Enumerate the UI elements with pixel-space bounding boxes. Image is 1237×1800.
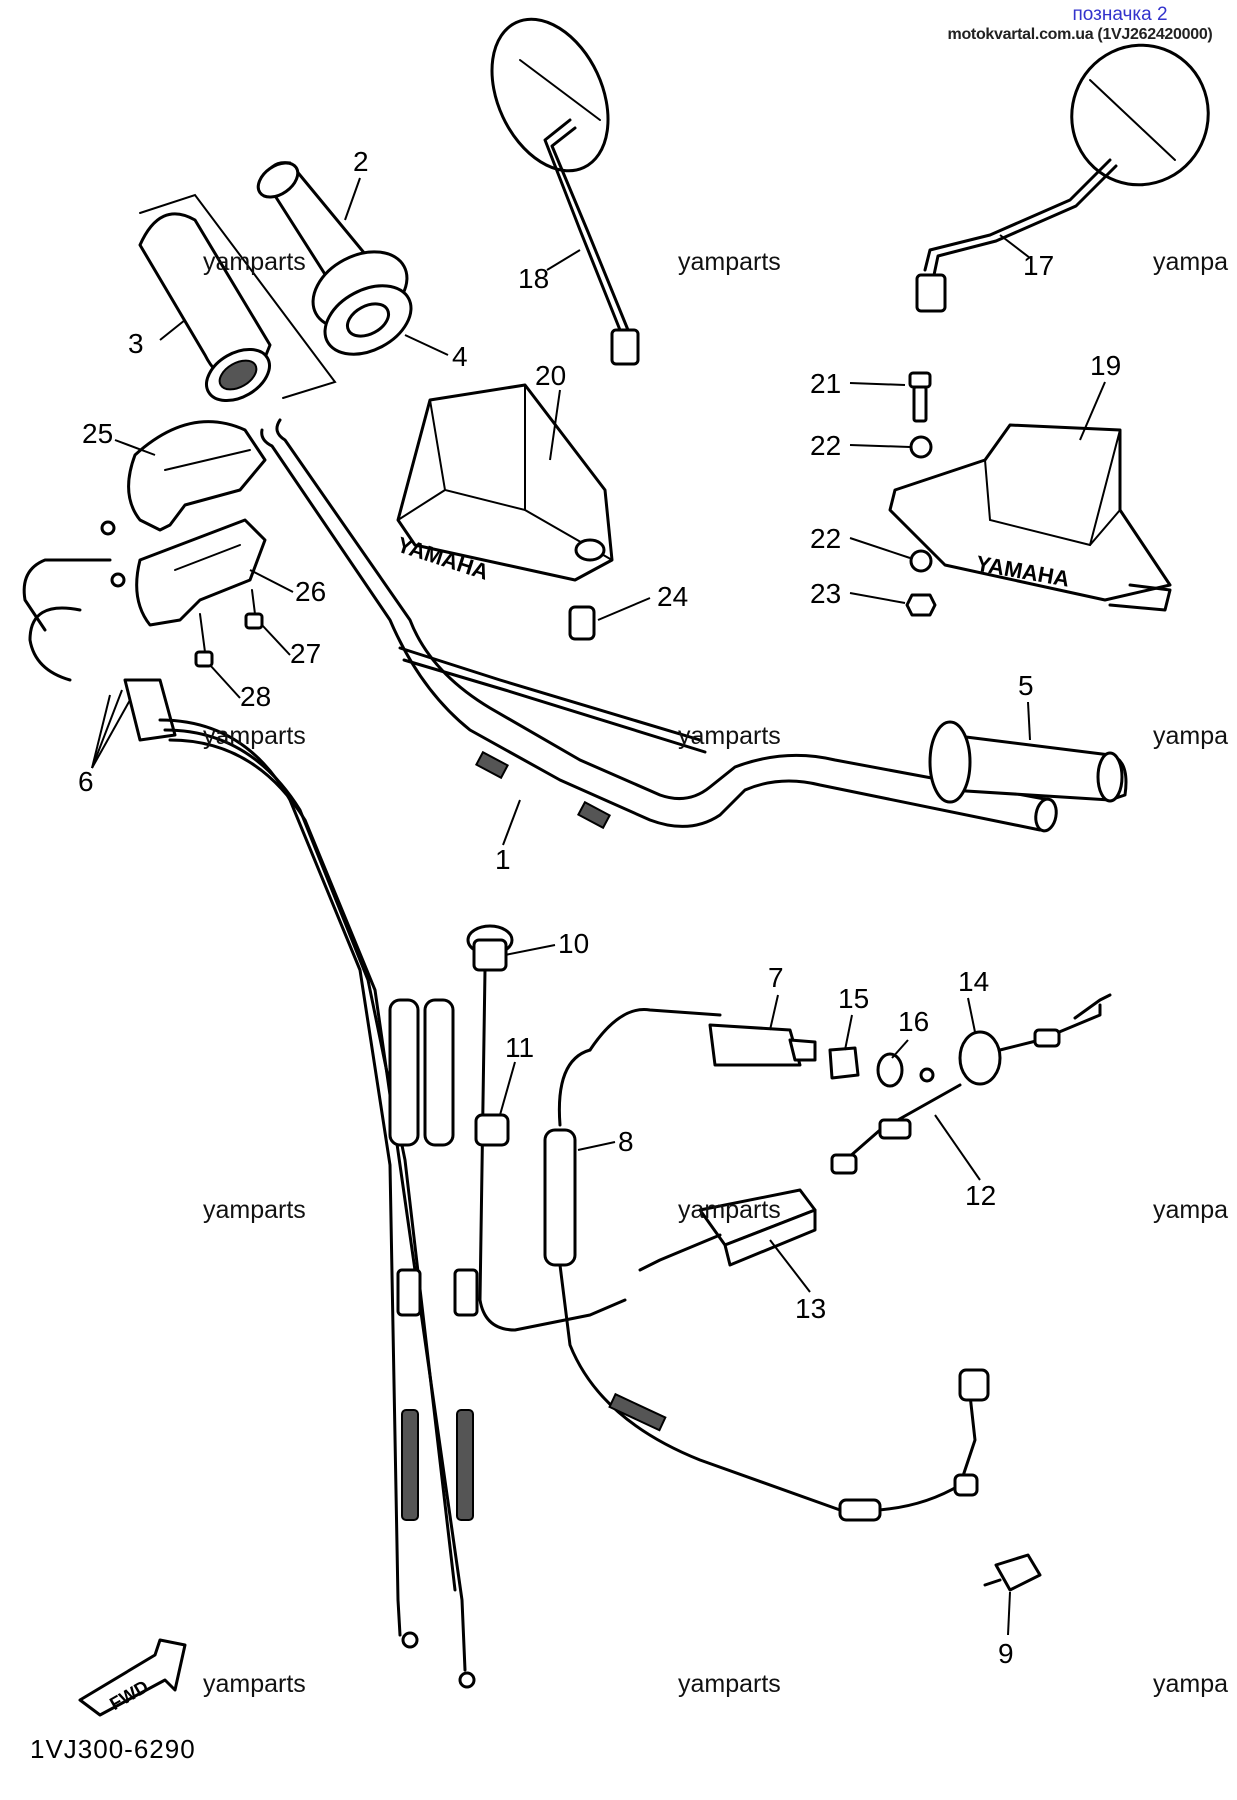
part-6-throttle-cables — [22, 558, 479, 1689]
watermark: yamparts — [203, 1670, 306, 1698]
part-21-bolt — [908, 371, 932, 423]
callout-14: 14 — [958, 966, 990, 997]
callout-26: 26 — [295, 576, 327, 607]
part-2-grip — [256, 161, 372, 292]
watermark: yamparts — [678, 1670, 781, 1698]
callout-24: 24 — [657, 581, 689, 612]
screw-head-upper — [100, 520, 116, 536]
callout-3: 3 — [128, 328, 144, 359]
part-27-screw — [244, 589, 264, 630]
callout-9: 9 — [998, 1638, 1014, 1669]
callout-23: 23 — [810, 578, 842, 609]
part-14-cable-guide — [958, 993, 1112, 1086]
callout-20: 20 — [535, 360, 567, 391]
callout-6: 6 — [78, 766, 94, 797]
part-5-right-grip — [928, 720, 1128, 804]
part-15-adjuster-nut — [828, 1046, 860, 1080]
part-25-upper-holder — [127, 420, 267, 532]
callout-27: 27 — [290, 638, 322, 669]
part-26-lower-holder — [135, 518, 267, 627]
watermark: yampa — [1153, 1196, 1229, 1224]
part-22-washer-upper — [909, 435, 933, 459]
callout-16: 16 — [898, 1006, 930, 1037]
watermark: yamparts — [203, 248, 306, 276]
part-18-left-mirror — [490, 17, 640, 366]
fwd-arrow — [78, 1638, 187, 1717]
header-tag-link[interactable]: позначка 2 — [1072, 4, 1168, 25]
part-7-clutch-cable-adjuster — [708, 1023, 817, 1067]
part-8-clutch-cable — [543, 1008, 990, 1522]
part-22-washer-lower — [909, 549, 933, 573]
part-12-cable — [830, 1083, 962, 1175]
callout-22-upper: 22 — [810, 430, 842, 461]
part-17-right-mirror — [915, 43, 1210, 313]
screw-head-lower — [110, 572, 126, 588]
callout-8: 8 — [618, 1126, 634, 1157]
part-23-nut — [905, 593, 937, 617]
callout-10: 10 — [558, 928, 590, 959]
part-4-collar — [311, 250, 413, 356]
watermark: yamparts — [203, 722, 306, 750]
watermark: yamparts — [678, 1196, 781, 1224]
callout-5: 5 — [1018, 670, 1034, 701]
callout-1: 1 — [495, 844, 511, 875]
callout-11: 11 — [505, 1032, 535, 1063]
callout-28: 28 — [240, 681, 272, 712]
callout-19: 19 — [1090, 350, 1122, 381]
callout-21: 21 — [810, 368, 842, 399]
watermark: yampa — [1153, 1670, 1229, 1698]
watermark: yampa — [1153, 722, 1229, 750]
callout-4: 4 — [452, 341, 468, 372]
part-1-handlebar — [260, 418, 1058, 833]
watermark: yamparts — [678, 722, 781, 750]
callout-7: 7 — [768, 962, 784, 993]
callout-15: 15 — [838, 983, 870, 1014]
callout-12: 12 — [965, 1180, 997, 1211]
header-source: motokvartal.com.ua (1VJ262420000) — [947, 26, 1213, 43]
callout-22-lower: 22 — [810, 523, 842, 554]
part-9-adjuster-bolt — [983, 1553, 1042, 1592]
part-10-choke-knob — [466, 924, 514, 972]
watermark: yampa — [1153, 248, 1229, 276]
callout-13: 13 — [795, 1293, 827, 1324]
bracket-line-2-3 — [139, 193, 337, 399]
callout-25: 25 — [82, 418, 114, 449]
part-3-throttle-grip — [138, 212, 272, 403]
part-16-washer — [876, 1052, 935, 1088]
callout-2: 2 — [353, 146, 369, 177]
watermark: yamparts — [678, 248, 781, 276]
part-28-screw — [194, 613, 214, 668]
part-13-junction-block — [638, 1188, 817, 1272]
part-11-choke-cable — [474, 968, 627, 1332]
part-24-spacer — [568, 605, 596, 641]
watermark: yamparts — [203, 1196, 306, 1224]
callout-18: 18 — [518, 263, 550, 294]
part-20-left-handguard — [396, 383, 614, 582]
part-19-right-handguard — [888, 423, 1172, 612]
diagram-code: 1VJ300-6290 — [30, 1734, 196, 1764]
